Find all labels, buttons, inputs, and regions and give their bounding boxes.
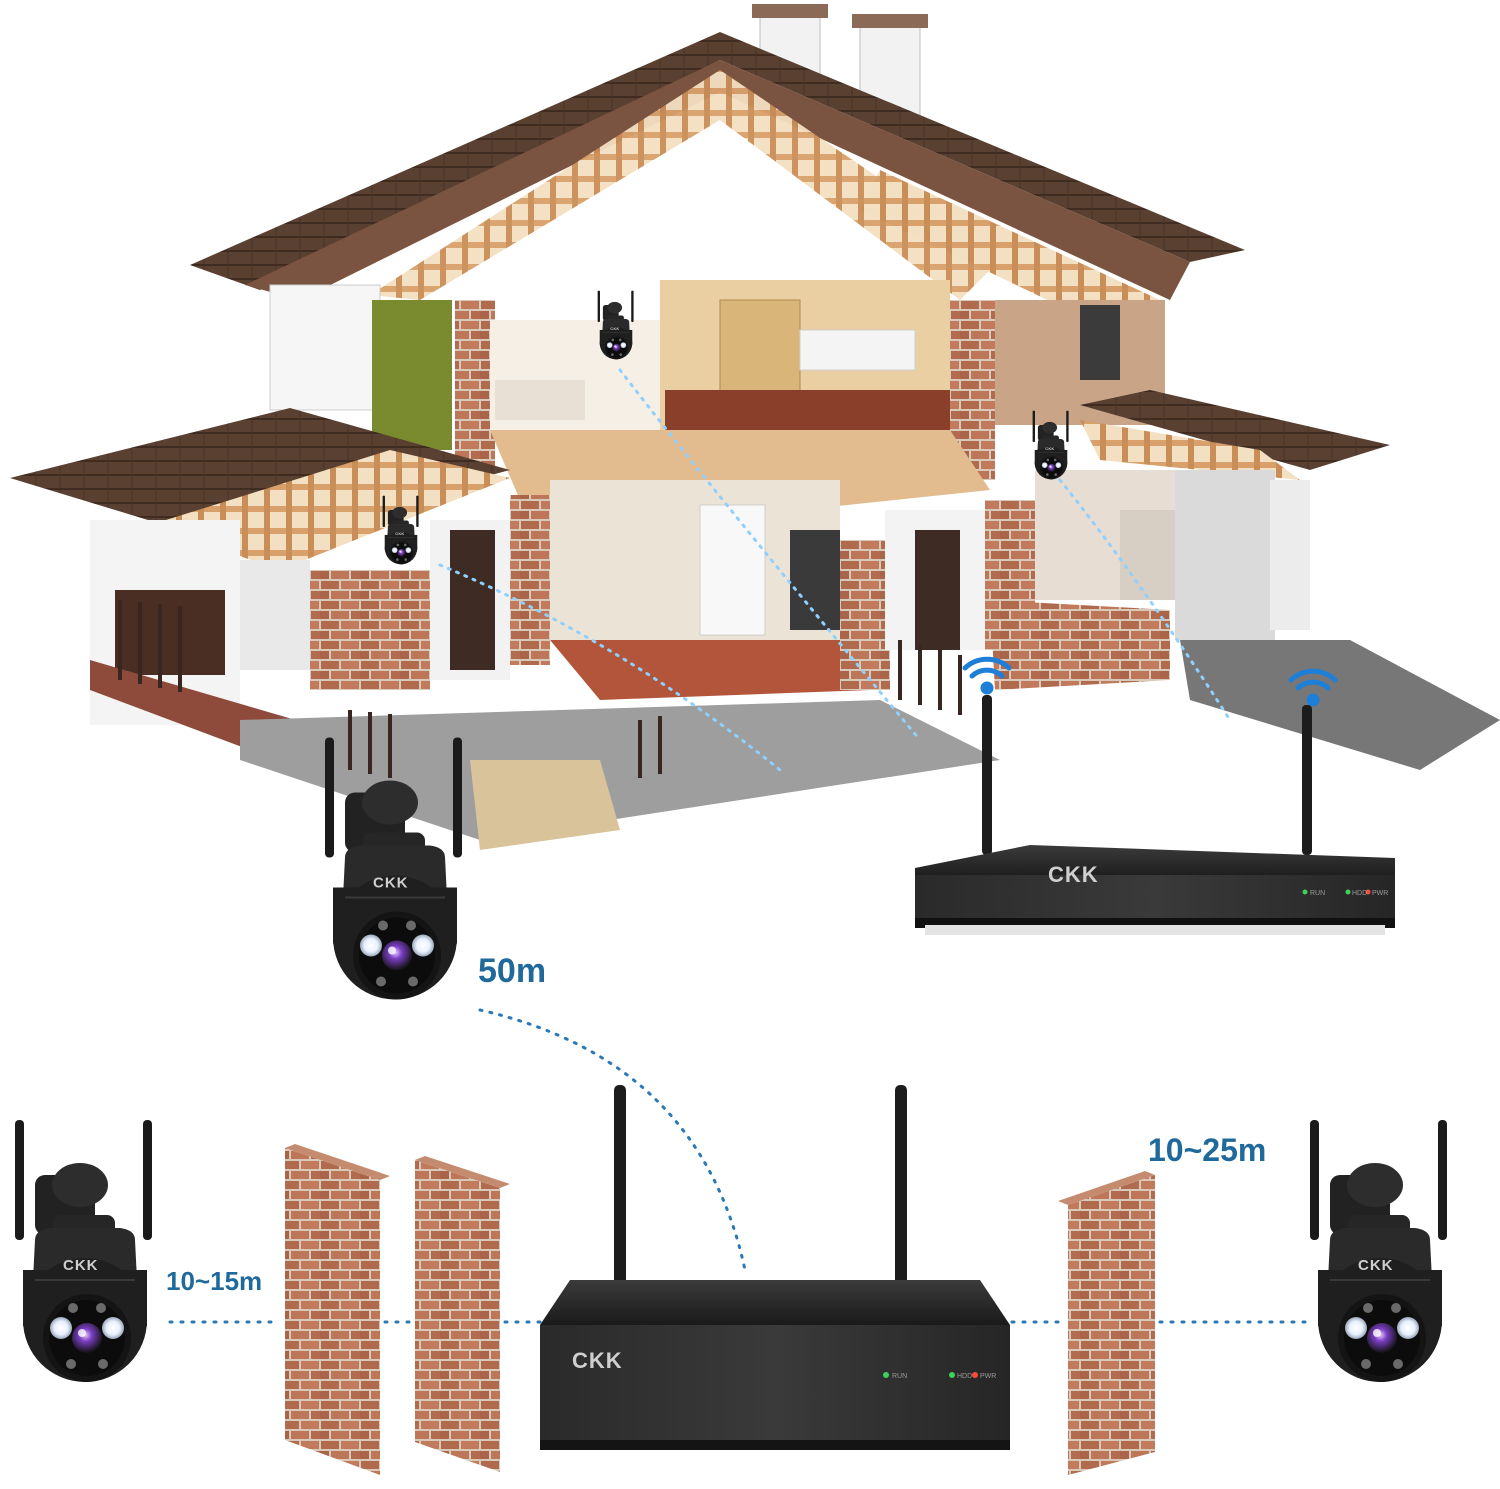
- svg-text:RUN: RUN: [892, 1373, 907, 1380]
- wifi-icon: [962, 656, 1012, 695]
- brick-wall-icon: [1058, 1171, 1155, 1475]
- distance-label-two-walls: 10~15m: [166, 1266, 263, 1296]
- distance-label-50m: 50m: [478, 952, 547, 990]
- svg-text:PWR: PWR: [980, 1373, 996, 1380]
- house-illustration: [10, 4, 1500, 850]
- distance-label-one-wall: 10~25m: [1148, 1132, 1267, 1168]
- svg-text:CKK: CKK: [1048, 862, 1099, 887]
- signal-path: [478, 1008, 747, 1272]
- svg-text:RUN: RUN: [1310, 890, 1325, 897]
- wifi-icon: [1288, 668, 1338, 707]
- svg-text:HDD: HDD: [957, 1373, 972, 1380]
- brick-wall-icon: [285, 1144, 390, 1475]
- brick-wall-icon: [415, 1156, 510, 1472]
- svg-text:HDD: HDD: [1352, 890, 1367, 897]
- camera-icon: [13, 1118, 154, 1384]
- nvr-icon: CKK RUN HDD PWR: [540, 1085, 1010, 1450]
- svg-text:CKK: CKK: [572, 1348, 623, 1373]
- nvr-icon: CKK RUN HDD PWR: [915, 695, 1395, 935]
- svg-text:PWR: PWR: [1372, 890, 1388, 897]
- camera-icon: [597, 290, 634, 360]
- camera-icon: [1308, 1118, 1449, 1384]
